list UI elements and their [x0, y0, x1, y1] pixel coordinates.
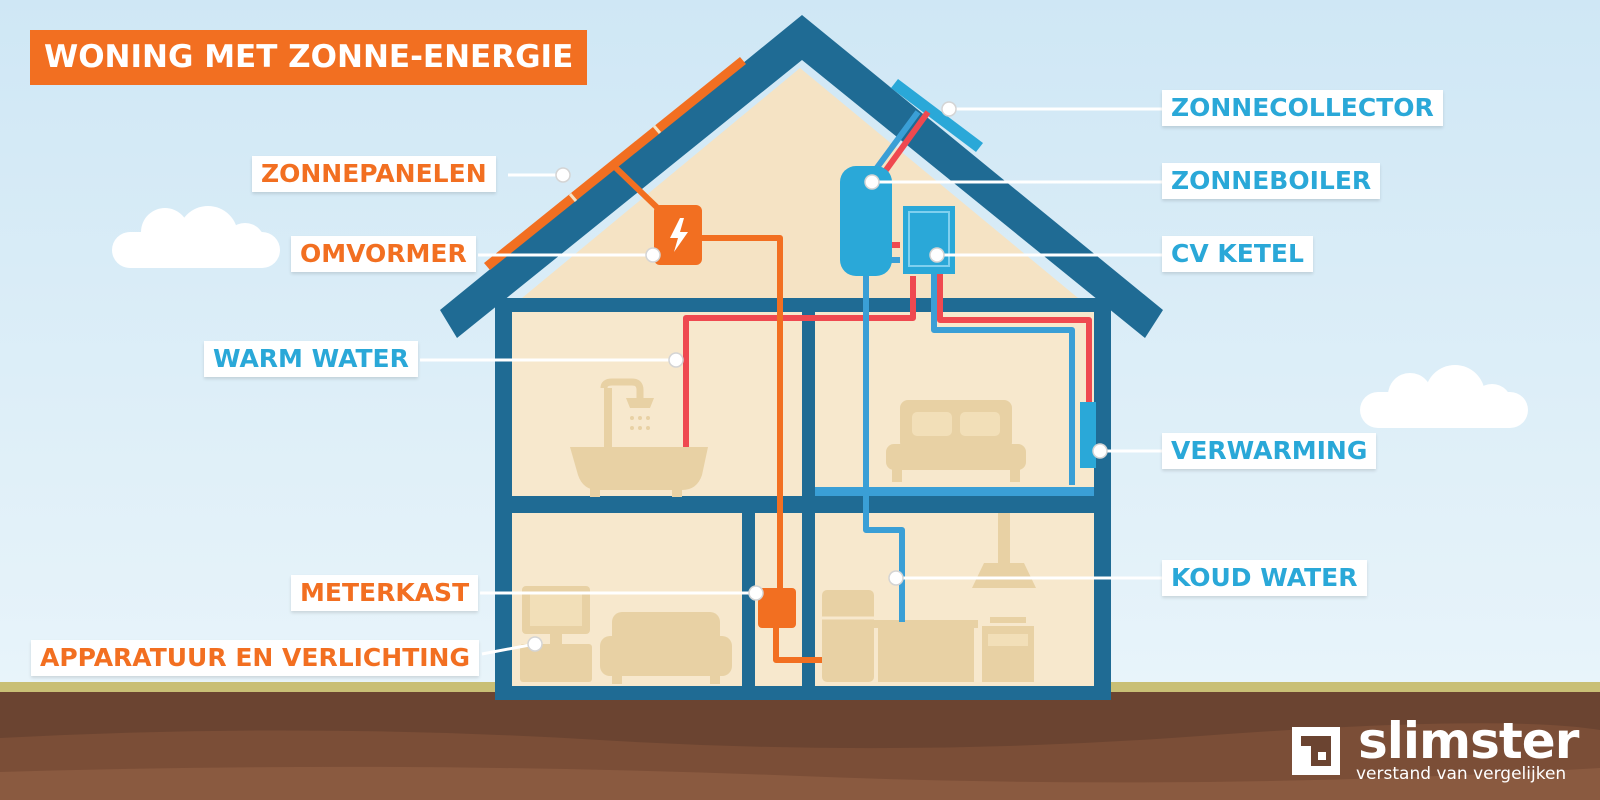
label-koud-water: KOUD WATER	[1162, 560, 1367, 596]
solar-panels	[484, 57, 746, 270]
tv-sofa-icon	[520, 586, 732, 684]
meter-box	[758, 588, 796, 628]
connector-lines	[420, 107, 1162, 656]
house-frame	[495, 298, 1111, 700]
label-zonnepanelen: ZONNEPANELEN	[252, 156, 496, 192]
label-verwarming: VERWARMING	[1162, 433, 1377, 469]
page-title: WONING MET ZONNE-ENERGIE	[30, 30, 588, 85]
cloud-left	[112, 206, 280, 268]
brand-tagline: verstand van vergelijken	[1356, 764, 1567, 784]
bed-icon	[886, 400, 1026, 482]
brand-block: slimster verstand van vergelijken	[1290, 712, 1590, 794]
label-apparatuur: APPARATUUR EN VERLICHTING	[31, 640, 479, 676]
label-meterkast: METERKAST	[291, 575, 479, 611]
solar-boiler	[840, 166, 892, 276]
floor-heating	[815, 487, 1094, 496]
cloud-right	[1360, 365, 1528, 428]
kitchen-icon	[822, 513, 1036, 682]
label-warm-water: WARM WATER	[204, 341, 418, 377]
connector-dots	[527, 101, 1108, 652]
cv-boiler	[903, 206, 955, 274]
lightning-icon	[670, 218, 688, 252]
solar-collector	[891, 79, 983, 152]
label-omvormer: OMVORMER	[291, 236, 476, 272]
label-zonneboiler: ZONNEBOILER	[1162, 163, 1381, 199]
label-zonnecollector: ZONNECOLLECTOR	[1162, 90, 1443, 126]
radiator	[1080, 402, 1096, 468]
bathtub-icon	[570, 378, 708, 497]
label-cv-ketel: CV KETEL	[1162, 236, 1313, 272]
soil-light	[0, 766, 1600, 800]
slimster-logo-icon	[1292, 727, 1340, 775]
brand-name: slimster	[1358, 712, 1579, 770]
